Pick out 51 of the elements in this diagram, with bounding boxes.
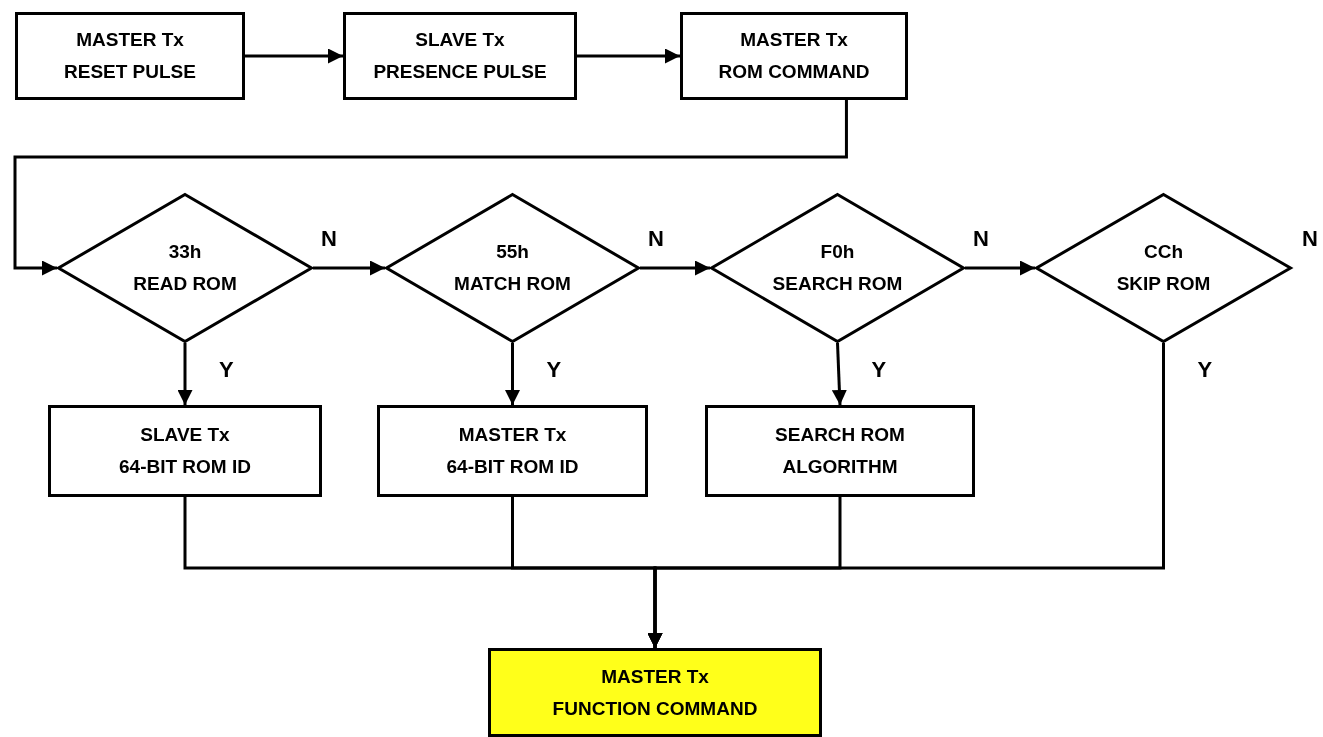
process-box	[705, 405, 975, 497]
node-text: MATCH ROM	[454, 272, 571, 296]
arrow	[647, 343, 1165, 648]
arrow	[313, 260, 385, 276]
node-text: ROM COMMAND	[718, 60, 870, 84]
decision-diamond	[57, 193, 313, 343]
arrow	[640, 260, 710, 276]
node-text: 64-BIT ROM ID	[119, 455, 251, 479]
arrow	[965, 260, 1035, 276]
arrow	[831, 342, 847, 406]
arrow	[505, 343, 520, 405]
node-text: FUNCTION COMMAND	[552, 696, 758, 721]
node-text: SEARCH ROM	[772, 272, 903, 296]
node-text: SLAVE Tx	[415, 28, 505, 52]
node-text: F0h	[820, 240, 855, 264]
node-text: MASTER Tx	[740, 28, 848, 52]
arrow	[13, 100, 848, 276]
node-text: RESET PULSE	[64, 60, 196, 84]
edge-label: Y	[871, 357, 887, 383]
arrow	[577, 48, 680, 64]
arrow	[177, 343, 193, 405]
node-text: SEARCH ROM	[775, 423, 905, 447]
process-box	[680, 12, 908, 100]
node-text: READ ROM	[133, 272, 237, 296]
edge-label: Y	[219, 357, 234, 383]
process-box	[15, 12, 245, 100]
decision-diamond	[385, 193, 640, 343]
node-text: MASTER Tx	[76, 28, 184, 52]
edge-label: Y	[1197, 357, 1213, 383]
edge-label: N	[973, 226, 989, 252]
process-box	[488, 648, 822, 737]
node-text: MASTER Tx	[458, 423, 567, 447]
edge-label: N	[648, 226, 664, 252]
node-text: SLAVE Tx	[140, 423, 230, 447]
decision-diamond	[1035, 193, 1292, 343]
node-text: CCh	[1143, 240, 1184, 264]
node-text: ALGORITHM	[782, 455, 898, 479]
node-text: 33h	[168, 240, 202, 264]
node-text: 64-BIT ROM ID	[446, 455, 579, 479]
node-text: MASTER Tx	[601, 664, 709, 689]
process-box	[343, 12, 577, 100]
branch-label: N	[1302, 226, 1318, 252]
node-text: PRESENCE PULSE	[373, 60, 547, 84]
edge-label: Y	[546, 357, 562, 383]
arrow	[245, 48, 343, 64]
edge-label: N	[321, 226, 337, 252]
process-box	[48, 405, 322, 497]
node-text: SKIP ROM	[1116, 272, 1211, 296]
process-box	[377, 405, 648, 497]
decision-diamond	[710, 193, 965, 343]
node-text: 55h	[496, 240, 529, 264]
